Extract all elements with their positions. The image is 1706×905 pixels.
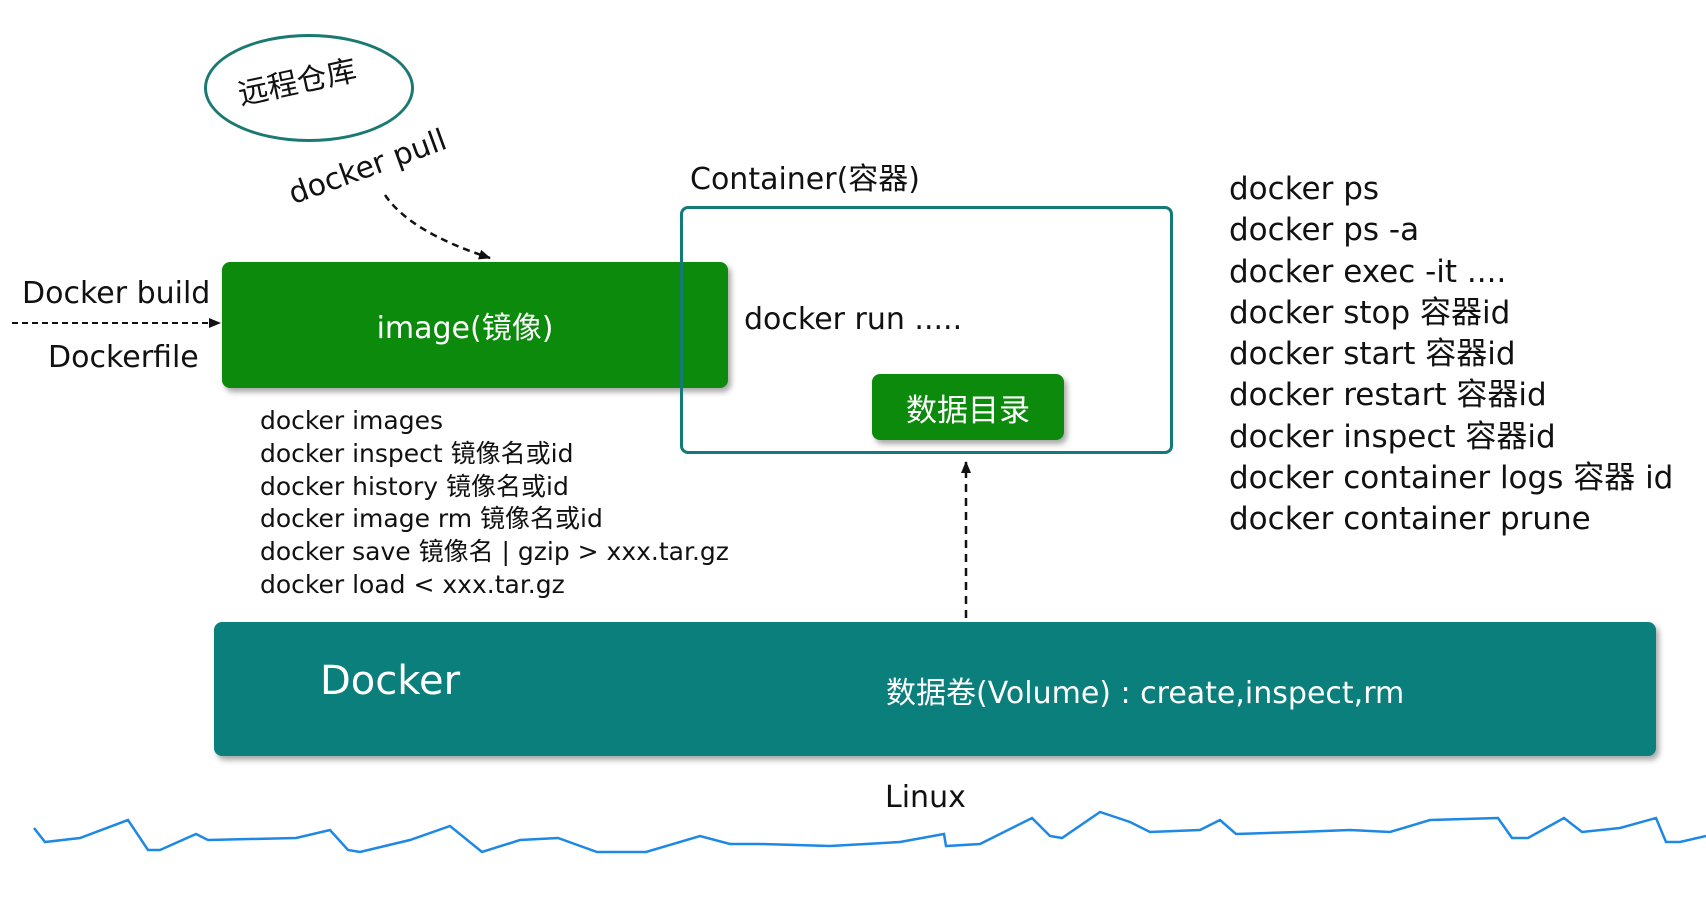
container-command: docker container prune	[1229, 501, 1591, 538]
dockerfile-label: Dockerfile	[48, 340, 199, 375]
image-command: docker inspect 镜像名或id	[260, 438, 574, 468]
container-box	[680, 206, 1173, 454]
docker-engine-bar	[214, 622, 1656, 756]
container-command: docker ps	[1229, 171, 1380, 207]
remote-repo-ellipse	[204, 34, 414, 142]
container-command: docker stop 容器id	[1229, 294, 1511, 331]
container-command: docker inspect 容器id	[1229, 418, 1556, 455]
image-command: docker images	[260, 406, 443, 435]
pull-arrow	[383, 194, 491, 260]
container-command: docker start 容器id	[1229, 336, 1516, 373]
image-command-list: docker images docker inspect 镜像名或id dock…	[260, 405, 729, 602]
container-command: docker exec -it ....	[1229, 253, 1507, 290]
image-command: docker save 镜像名 | gzip > xxx.tar.gz	[260, 537, 729, 567]
volume-label: 数据卷(Volume) : create,inspect,rm	[886, 676, 1405, 711]
image-command: docker load < xxx.tar.gz	[260, 569, 565, 599]
docker-run-label: docker run .....	[744, 302, 963, 337]
linux-ground-line	[33, 810, 1706, 854]
image-box: image(镜像)	[222, 262, 728, 388]
image-label: image(镜像)	[376, 311, 554, 346]
image-command: docker image rm 镜像名或id	[260, 504, 603, 534]
docker-build-label: Docker build	[22, 276, 211, 311]
container-command: docker restart 容器id	[1229, 377, 1547, 414]
container-title: Container(容器)	[690, 162, 921, 197]
container-command: docker ps -a	[1229, 212, 1420, 249]
image-command: docker history 镜像名或id	[260, 471, 569, 501]
container-command-list: docker ps docker ps -a docker exec -it .…	[1229, 169, 1673, 541]
linux-label: Linux	[885, 780, 966, 815]
container-command: docker container logs 容器 id	[1229, 460, 1674, 497]
docker-title: Docker	[320, 658, 461, 704]
data-directory-box: 数据目录	[872, 374, 1064, 440]
